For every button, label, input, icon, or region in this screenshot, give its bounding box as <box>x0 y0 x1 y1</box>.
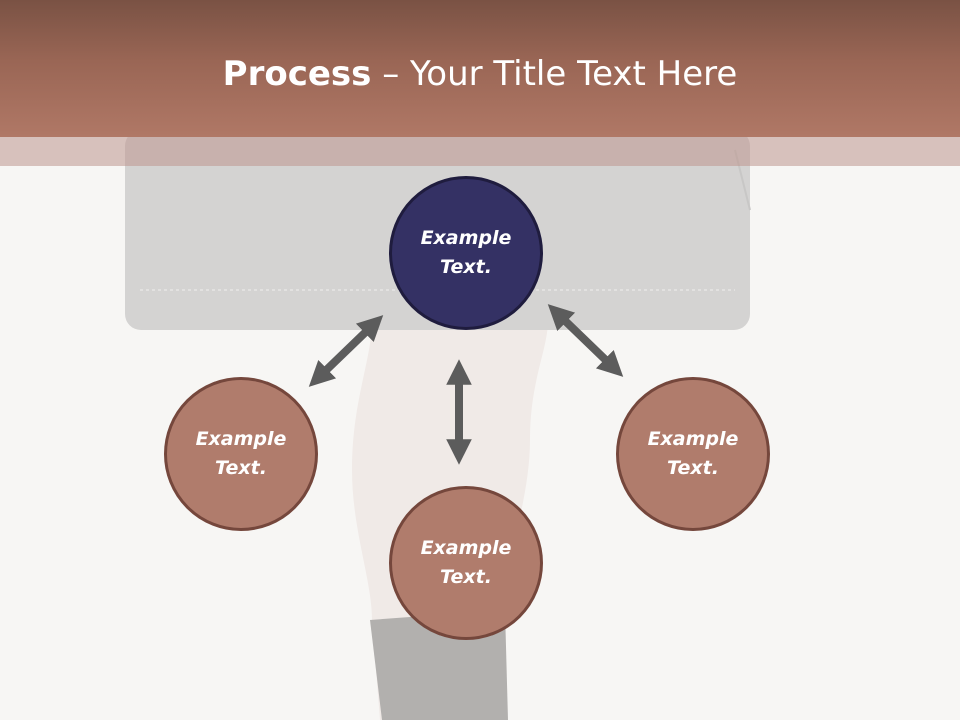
left-node[interactable]: Example Text. <box>164 377 318 531</box>
arrow-center-left <box>308 315 384 387</box>
center-node-label: Example Text. <box>420 227 512 278</box>
title-rest: Your Title Text Here <box>410 54 738 94</box>
center-node[interactable]: Example Text. <box>389 176 543 330</box>
left-node-label: Example Text. <box>195 428 287 479</box>
title-bar <box>0 0 960 137</box>
arrow-center-right <box>547 304 624 377</box>
right-node-label: Example Text. <box>647 428 739 479</box>
bottom-node[interactable]: Example Text. <box>389 486 543 640</box>
title-dash: – <box>371 54 411 94</box>
title-bold: Process <box>222 54 372 94</box>
slide-title: Process – Your Title Text Here <box>0 52 960 96</box>
title-accent-strip <box>0 137 960 166</box>
right-node[interactable]: Example Text. <box>616 377 770 531</box>
bottom-node-label: Example Text. <box>420 537 512 588</box>
